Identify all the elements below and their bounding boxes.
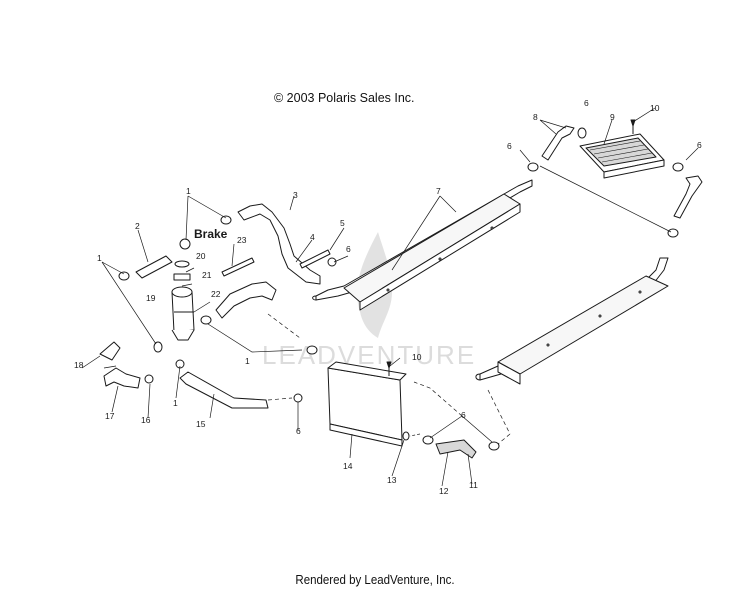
part-7-rail-lower — [475, 257, 669, 385]
part-5-clip — [299, 249, 331, 269]
part-1-clamp — [306, 345, 318, 355]
part-19-reservoir — [171, 286, 195, 341]
callout-4: 4 — [310, 232, 315, 242]
callout-20: 20 — [196, 251, 206, 261]
callout-1: 1 — [173, 398, 178, 408]
part-3-hose — [237, 203, 321, 285]
callout-11: 11 — [469, 480, 478, 490]
part-12-hose — [435, 439, 477, 459]
part-6-clamp — [577, 127, 587, 139]
part-1-clamp — [220, 215, 232, 225]
callout-14: 14 — [343, 461, 353, 471]
part-17-hose — [103, 367, 141, 389]
callout-6: 6 — [584, 98, 589, 108]
part-1-clamp — [153, 341, 163, 353]
part-14-panel — [327, 361, 407, 447]
brake-label: Brake — [194, 227, 228, 241]
part-6-clamp — [488, 441, 500, 451]
part-10-screw — [630, 119, 636, 134]
callout-2: 2 — [135, 221, 140, 231]
part-6-clamp — [327, 257, 337, 267]
part-7-rail — [312, 179, 533, 311]
watermark-text: LEADVENTURE — [262, 340, 476, 370]
copyright-text: © 2003 Polaris Sales Inc. — [274, 91, 415, 105]
part-15-hose — [179, 371, 269, 409]
part-6-clamp — [293, 393, 303, 403]
callouts: Brake 1 1 1 1 2 3 4 5 6 6 6 6 6 6 7 8 9 … — [74, 98, 702, 496]
callout-10: 10 — [650, 103, 660, 113]
callout-1: 1 — [245, 356, 250, 366]
part-2-hose — [135, 255, 173, 279]
callout-15: 15 — [196, 419, 206, 429]
callout-6: 6 — [697, 140, 702, 150]
part-1-clamp — [118, 271, 130, 281]
part-1-clamp — [179, 238, 191, 250]
part-13-seal — [402, 431, 410, 441]
watermark: LEADVENTURE — [262, 232, 476, 370]
part-23-pin — [221, 257, 255, 277]
part-21-seal — [173, 273, 191, 281]
callout-16: 16 — [141, 415, 151, 425]
callout-6: 6 — [507, 141, 512, 151]
callout-17: 17 — [105, 411, 115, 421]
leader-lines — [81, 107, 699, 487]
part-6-clamp — [527, 162, 539, 172]
callout-6: 6 — [461, 410, 466, 420]
callout-8: 8 — [533, 112, 538, 122]
callout-9: 9 — [610, 112, 615, 122]
callout-5: 5 — [340, 218, 345, 228]
callout-19: 19 — [146, 293, 156, 303]
part-9-grille — [579, 133, 665, 179]
part-1-clamp — [200, 315, 212, 325]
callout-6: 6 — [346, 244, 351, 254]
callout-18: 18 — [74, 360, 84, 370]
callout-21: 21 — [202, 270, 212, 280]
callout-12: 12 — [439, 486, 449, 496]
callout-22: 22 — [211, 289, 221, 299]
part-6-clamp — [672, 162, 684, 172]
part-8-hose — [541, 125, 575, 161]
callout-13: 13 — [387, 475, 397, 485]
part-6-clamp — [667, 228, 679, 238]
callout-3: 3 — [293, 190, 298, 200]
part-18-elbow — [99, 341, 121, 361]
part-4-hose — [215, 281, 277, 319]
part-20-cap — [174, 260, 190, 268]
footer-rendered-by: Rendered by LeadVenture, Inc. — [295, 573, 455, 587]
callout-1: 1 — [97, 253, 102, 263]
callout-7: 7 — [436, 186, 441, 196]
part-16-clamp — [144, 374, 154, 384]
callout-6: 6 — [296, 426, 301, 436]
part-elbow-hose — [673, 175, 703, 219]
part-10-screw — [386, 361, 392, 376]
callout-23: 23 — [237, 235, 247, 245]
callout-10: 10 — [412, 352, 422, 362]
callout-1: 1 — [186, 186, 191, 196]
